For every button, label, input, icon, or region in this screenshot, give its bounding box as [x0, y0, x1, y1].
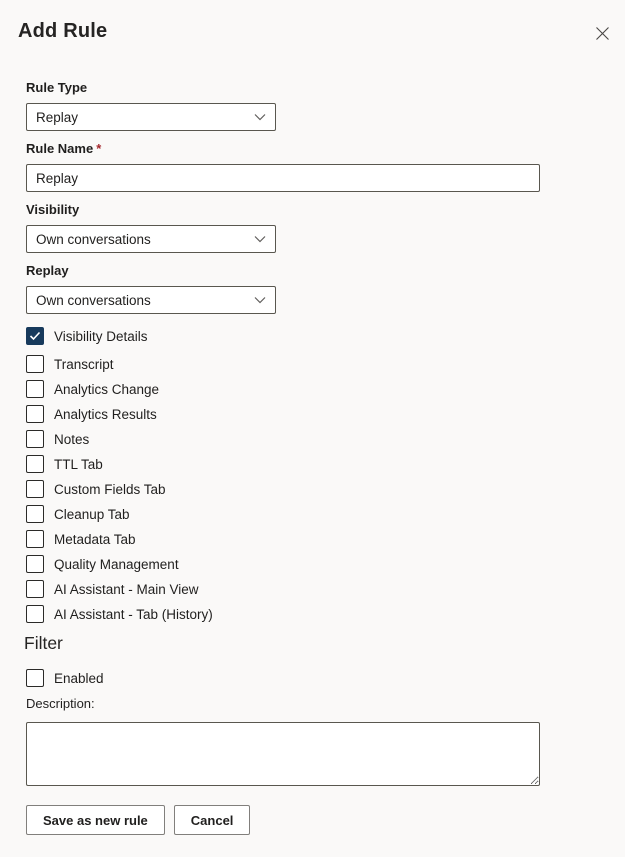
enabled-row: Enabled: [26, 669, 540, 687]
checkbox-row-quality-management: Quality Management: [26, 555, 540, 573]
analytics-results-label: Analytics Results: [54, 406, 157, 422]
ai-assistant-tab-history-label: AI Assistant - Tab (History): [54, 606, 213, 622]
analytics-change-label: Analytics Change: [54, 381, 160, 397]
page-title: Add Rule: [18, 20, 108, 42]
analytics-change-checkbox[interactable]: [26, 380, 44, 398]
replay-value: Own conversations: [36, 292, 151, 308]
replay-select[interactable]: Own conversations: [26, 286, 276, 314]
visibility-select[interactable]: Own conversations: [26, 225, 276, 253]
dialog-header: Add Rule: [0, 0, 625, 43]
close-button[interactable]: [591, 22, 613, 44]
checkbox-row-cleanup-tab: Cleanup Tab: [26, 505, 540, 523]
checkbox-row-transcript: Transcript: [26, 355, 540, 373]
description-textarea[interactable]: [26, 722, 540, 786]
close-icon: [595, 26, 610, 41]
required-asterisk: *: [96, 141, 102, 156]
checkbox-row-ai-assistant-tab-history: AI Assistant - Tab (History): [26, 605, 540, 623]
transcript-label: Transcript: [54, 356, 114, 372]
add-rule-form: Rule Type Replay Rule Name* Visibility O…: [24, 80, 540, 835]
button-row: Save as new rule Cancel: [26, 805, 540, 835]
chevron-down-icon: [254, 235, 266, 243]
checkbox-row-analytics-change: Analytics Change: [26, 380, 540, 398]
description-label: Description:: [26, 696, 95, 711]
ttl-tab-label: TTL Tab: [54, 456, 103, 472]
checkmark-icon: [29, 331, 41, 341]
filter-heading: Filter: [24, 633, 63, 653]
ai-assistant-main-view-label: AI Assistant - Main View: [54, 581, 199, 597]
analytics-results-checkbox[interactable]: [26, 405, 44, 423]
replay-label: Replay: [26, 263, 69, 278]
visibility-label: Visibility: [26, 202, 80, 217]
cleanup-tab-label: Cleanup Tab: [54, 506, 130, 522]
visibility-details-row: Visibility Details: [26, 327, 540, 345]
ai-assistant-main-view-checkbox[interactable]: [26, 580, 44, 598]
rule-name-input[interactable]: [26, 164, 540, 192]
checkbox-row-notes: Notes: [26, 430, 540, 448]
save-as-new-rule-button[interactable]: Save as new rule: [26, 805, 165, 835]
checkbox-row-ai-assistant-main-view: AI Assistant - Main View: [26, 580, 540, 598]
checkbox-row-custom-fields-tab: Custom Fields Tab: [26, 480, 540, 498]
checkbox-row-ttl-tab: TTL Tab: [26, 455, 540, 473]
enabled-checkbox[interactable]: [26, 669, 44, 687]
checkbox-row-analytics-results: Analytics Results: [26, 405, 540, 423]
custom-fields-tab-checkbox[interactable]: [26, 480, 44, 498]
notes-label: Notes: [54, 431, 90, 447]
rule-type-select[interactable]: Replay: [26, 103, 276, 131]
transcript-checkbox[interactable]: [26, 355, 44, 373]
rule-name-label: Rule Name*: [26, 141, 102, 156]
ai-assistant-tab-history-checkbox[interactable]: [26, 605, 44, 623]
rule-type-label: Rule Type: [26, 80, 88, 95]
cleanup-tab-checkbox[interactable]: [26, 505, 44, 523]
visibility-details-label: Visibility Details: [54, 328, 148, 344]
quality-management-checkbox[interactable]: [26, 555, 44, 573]
metadata-tab-label: Metadata Tab: [54, 531, 136, 547]
quality-management-label: Quality Management: [54, 556, 179, 572]
enabled-label: Enabled: [54, 670, 104, 686]
visibility-details-checkbox[interactable]: [26, 327, 44, 345]
notes-checkbox[interactable]: [26, 430, 44, 448]
chevron-down-icon: [254, 113, 266, 121]
visibility-value: Own conversations: [36, 231, 151, 247]
metadata-tab-checkbox[interactable]: [26, 530, 44, 548]
chevron-down-icon: [254, 296, 266, 304]
checkbox-row-metadata-tab: Metadata Tab: [26, 530, 540, 548]
ttl-tab-checkbox[interactable]: [26, 455, 44, 473]
rule-type-value: Replay: [36, 109, 79, 125]
cancel-button[interactable]: Cancel: [173, 805, 251, 835]
custom-fields-tab-label: Custom Fields Tab: [54, 481, 166, 497]
